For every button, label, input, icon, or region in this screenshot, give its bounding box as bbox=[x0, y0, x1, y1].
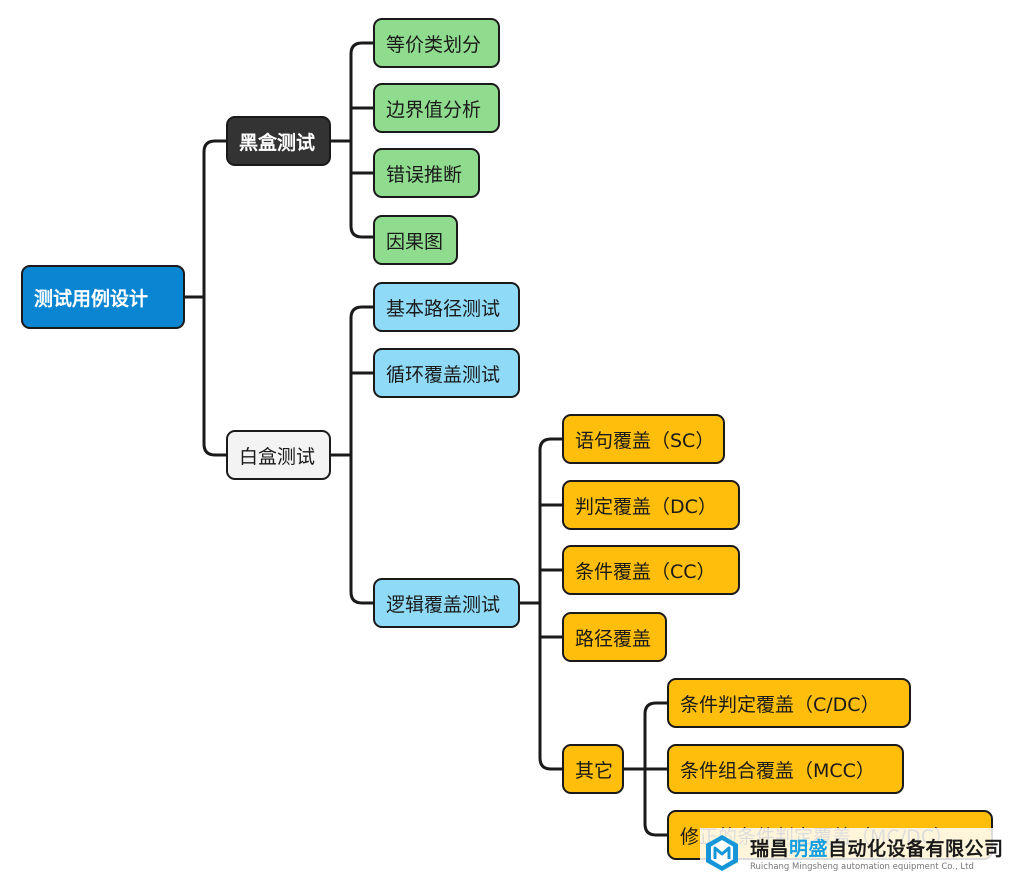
company-watermark: 瑞昌明盛自动化设备有限公司 Ruichang Mingsheng automat… bbox=[700, 828, 1028, 877]
root-node[interactable]: 测试用例设计 bbox=[21, 265, 185, 329]
condition-decision-coverage-node[interactable]: 条件判定覆盖（C/DC） bbox=[667, 678, 911, 728]
decision-coverage-node[interactable]: 判定覆盖（DC） bbox=[562, 480, 740, 530]
connector-other bbox=[624, 701, 667, 837]
connector-white-box bbox=[331, 305, 373, 605]
connector-black-box bbox=[331, 41, 373, 239]
logic-coverage-node[interactable]: 逻辑覆盖测试 bbox=[373, 578, 520, 628]
loop-coverage-node[interactable]: 循环覆盖测试 bbox=[373, 348, 520, 398]
company-logo-icon bbox=[706, 834, 738, 871]
basis-path-node[interactable]: 基本路径测试 bbox=[373, 282, 520, 332]
multiple-condition-coverage-node[interactable]: 条件组合覆盖（MCC） bbox=[667, 744, 904, 794]
error-guessing-node[interactable]: 错误推断 bbox=[373, 148, 480, 198]
black-box-node[interactable]: 黑盒测试 bbox=[226, 116, 331, 166]
company-subtitle: Ruichang Mingsheng automation equipment … bbox=[750, 861, 974, 872]
path-coverage-node[interactable]: 路径覆盖 bbox=[562, 612, 667, 662]
equivalence-partitioning-node[interactable]: 等价类划分 bbox=[373, 18, 500, 68]
other-node[interactable]: 其它 bbox=[562, 744, 624, 794]
connector-root bbox=[185, 139, 226, 457]
condition-coverage-node[interactable]: 条件覆盖（CC） bbox=[562, 545, 740, 595]
white-box-node[interactable]: 白盒测试 bbox=[226, 430, 331, 480]
connector-logic bbox=[520, 437, 562, 771]
statement-coverage-node[interactable]: 语句覆盖（SC） bbox=[562, 414, 725, 464]
boundary-value-node[interactable]: 边界值分析 bbox=[373, 83, 500, 133]
company-name: 瑞昌明盛自动化设备有限公司 bbox=[750, 837, 1004, 860]
cause-effect-node[interactable]: 因果图 bbox=[373, 215, 458, 265]
